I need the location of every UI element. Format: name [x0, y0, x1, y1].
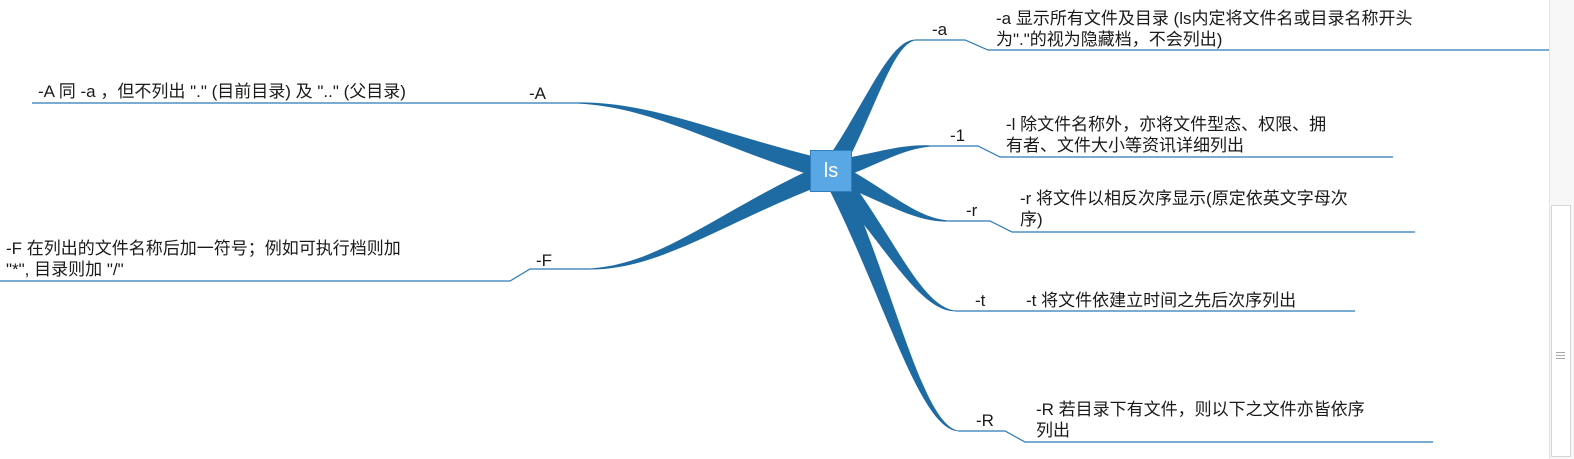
- desc-line: 列出: [1036, 421, 1070, 440]
- desc-line: -A 同 -a ，但不列出 "." (目前目录) 及 ".." (父目录): [38, 82, 406, 101]
- option-flag-F[interactable]: -F: [536, 251, 553, 270]
- root-label: ls: [823, 159, 839, 182]
- branch-one: [828, 145, 931, 181]
- scrollbar-grip-icon: [1556, 358, 1565, 359]
- option-flag-1[interactable]: -1: [950, 126, 966, 145]
- branch-t: [823, 164, 956, 312]
- option-flag-t[interactable]: -t: [975, 291, 986, 310]
- desc-line: 为"."的视为隐藏档，不会列出): [996, 30, 1223, 49]
- desc-line: 序): [1020, 210, 1043, 229]
- scrollbar-grip-icon: [1556, 355, 1565, 356]
- desc-line: -F 在列出的文件名称后加一符号；例如可执行档则加: [6, 239, 401, 258]
- underline-r: [948, 220, 1415, 233]
- branch-R: [822, 166, 959, 432]
- underline-F: [0, 268, 590, 282]
- desc-line: -r 将文件以相反次序显示(原定依英文字母次: [1020, 189, 1348, 208]
- desc-line: 有者、文件大小等资讯详细列出: [1006, 136, 1244, 155]
- option-flag-R[interactable]: -R: [976, 411, 994, 430]
- option-desc-R[interactable]: -R 若目录下有文件，则以下之文件亦皆依序 列出: [1036, 399, 1365, 441]
- branch-A: [577, 102, 834, 181]
- root-node[interactable]: ls: [810, 150, 852, 192]
- desc-line: -l 除文件名称外，亦将文件型态、权限、拥: [1006, 115, 1327, 134]
- option-desc-A[interactable]: -A 同 -a ，但不列出 "." (目前目录) 及 ".." (父目录): [38, 81, 406, 102]
- option-desc-r[interactable]: -r 将文件以相反次序显示(原定依英文字母次 序): [1020, 188, 1348, 230]
- option-desc-1[interactable]: -l 除文件名称外，亦将文件型态、权限、拥 有者、文件大小等资讯详细列出: [1006, 114, 1326, 156]
- underline-one: [930, 145, 1393, 158]
- desc-line: -a 显示所有文件及目录 (ls内定将文件名或目录名称开头: [996, 9, 1413, 28]
- branch-a: [822, 39, 916, 177]
- desc-line: -t 将文件依建立时间之先后次序列出: [1026, 291, 1297, 310]
- option-flag-a[interactable]: -a: [932, 20, 948, 39]
- scrollbar-thumb[interactable]: [1551, 205, 1571, 457]
- desc-line: -R 若目录下有文件，则以下之文件亦皆依序: [1036, 400, 1365, 419]
- branch-r: [827, 161, 949, 222]
- option-desc-a[interactable]: -a 显示所有文件及目录 (ls内定将文件名或目录名称开头 为"."的视为隐藏档…: [996, 8, 1413, 50]
- option-flag-A[interactable]: -A: [529, 84, 546, 103]
- scrollbar-grip-icon: [1556, 352, 1565, 353]
- branch-F: [589, 161, 835, 270]
- option-desc-F[interactable]: -F 在列出的文件名称后加一符号；例如可执行档则加 "*", 目录则加 "/": [6, 238, 401, 280]
- option-flag-r[interactable]: -r: [966, 201, 978, 220]
- underline-R: [958, 430, 1433, 443]
- option-desc-t[interactable]: -t 将文件依建立时间之先后次序列出: [1026, 290, 1296, 311]
- underline-a: [915, 39, 1549, 51]
- desc-line: "*", 目录则加 "/": [6, 260, 124, 279]
